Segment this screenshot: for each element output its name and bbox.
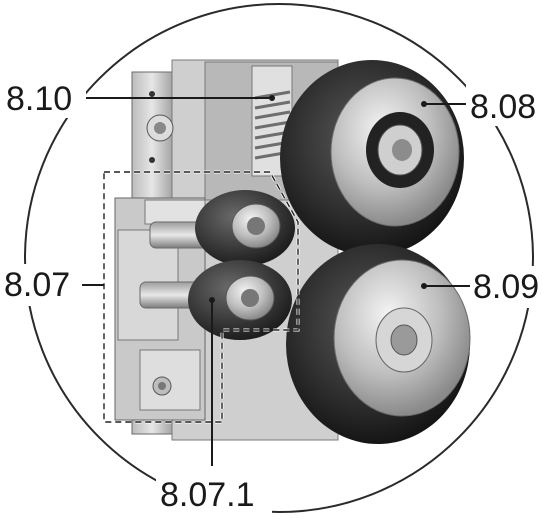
upper-wheel [280,60,464,256]
callout-8-10: 8.10 [6,80,72,118]
lower-wheel [286,244,471,444]
callout-8-07-1: 8.07.1 [160,476,255,514]
callout-8-08: 8.08 [470,88,536,126]
upper-guide-roller [195,190,295,266]
lower-guide-roller [188,260,292,340]
frame-circle [24,3,534,513]
callout-8-07: 8.07 [4,266,70,304]
callout-8-09: 8.09 [473,268,539,306]
